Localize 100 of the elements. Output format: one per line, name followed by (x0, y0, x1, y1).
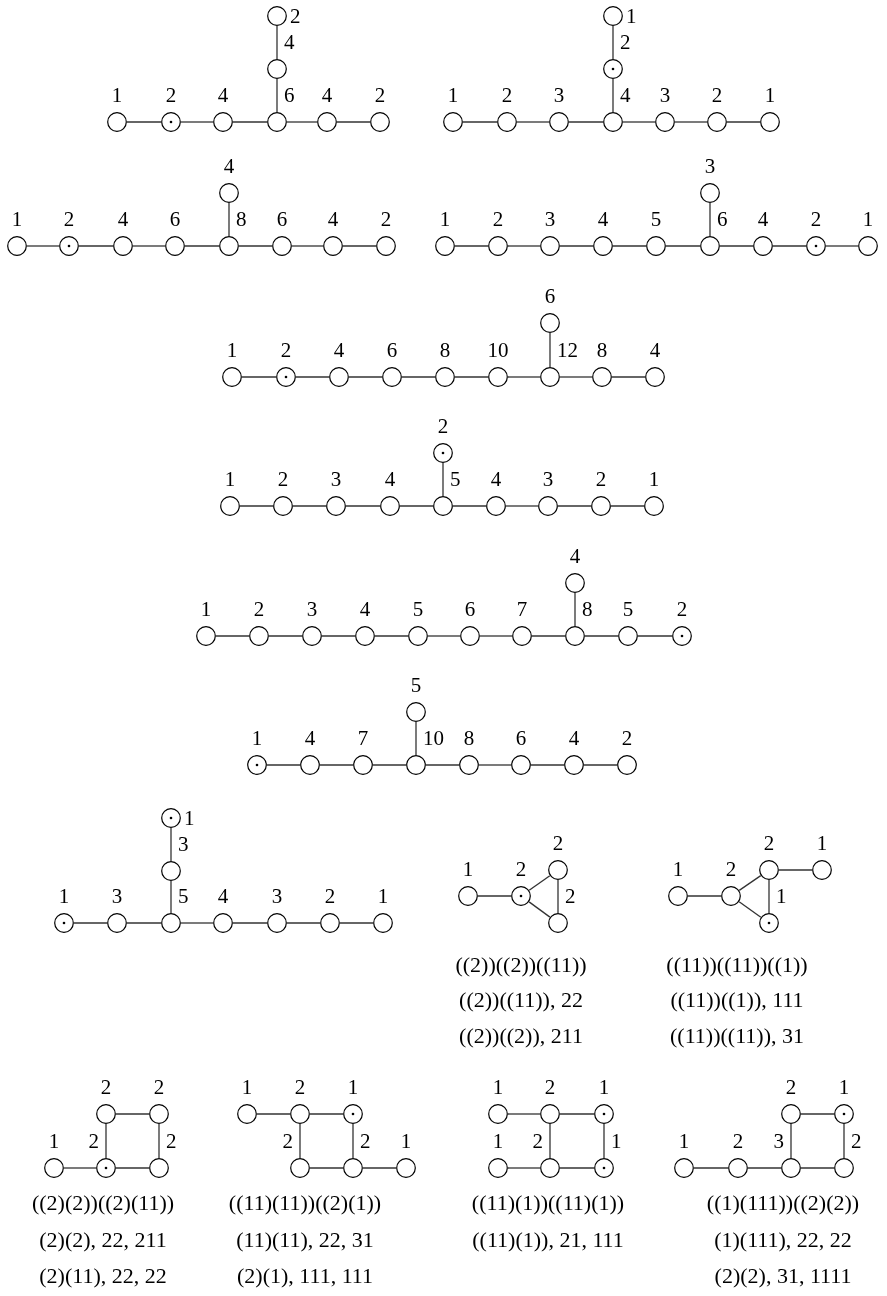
vertex-label: 2 (565, 885, 576, 907)
vertex-circle (320, 913, 340, 933)
vertex-label: 4 (568, 727, 580, 749)
graph-edge (286, 121, 318, 123)
marked-vertex-circle (54, 913, 74, 933)
graph-edge (63, 1167, 97, 1169)
vertex-circle (460, 626, 480, 646)
graph-edge (126, 922, 162, 924)
vertex-label: 2 (532, 1130, 543, 1152)
graph-edge (266, 764, 301, 766)
vertex-label: 1 (462, 858, 474, 880)
vertex-label: 4 (649, 339, 661, 361)
vertex-circle (781, 1158, 801, 1178)
graph-edge (215, 635, 250, 637)
vertex-circle (213, 913, 233, 933)
partition-label: ((2))((2)), 211 (459, 1023, 583, 1049)
graph-edge (105, 1123, 107, 1159)
vertex-circle (603, 6, 623, 26)
vertex-label: 3 (553, 84, 565, 106)
vertex-circle (458, 886, 478, 906)
vertex-circle (196, 626, 216, 646)
vertex-circle (540, 236, 560, 256)
vertex-circle (433, 496, 453, 516)
vertex-label: 10 (423, 727, 444, 749)
vertex-circle (355, 626, 375, 646)
vertex-circle (267, 59, 287, 79)
graph-edge (778, 869, 813, 871)
marked-vertex-circle (759, 913, 779, 933)
vertex-circle (511, 755, 531, 775)
vertex-circle (273, 496, 293, 516)
vertex-circle (674, 1158, 694, 1178)
vertex-circle (700, 236, 720, 256)
graph-edge (687, 895, 722, 897)
vertex-circle (549, 112, 569, 132)
partition-label: ((11))((11))((1)) (666, 952, 808, 978)
graph-edge (479, 635, 513, 637)
vertex-circle (107, 112, 127, 132)
vertex-label: 2 (290, 5, 301, 27)
graph-edge (73, 922, 108, 924)
vertex-label: 4 (117, 208, 129, 230)
graph-edge (232, 121, 268, 123)
vertex-label: 6 (464, 598, 476, 620)
vertex-label: 4 (490, 468, 502, 490)
graph-edge (309, 1167, 344, 1169)
vertex-circle (149, 1158, 169, 1178)
vertex-circle (219, 183, 239, 203)
graph-edge (276, 25, 278, 60)
vertex-label: 1 (816, 832, 828, 854)
vertex-label: 4 (359, 598, 371, 620)
partition-label: ((11)(1)), 21, 111 (472, 1227, 624, 1253)
vertex-label: 2 (280, 339, 292, 361)
vertex-circle (7, 236, 27, 256)
graph-edge (738, 901, 762, 918)
graph-edge (559, 245, 594, 247)
graph-edge (180, 121, 214, 123)
graph-edge (665, 245, 701, 247)
vertex-label: 5 (450, 468, 461, 490)
graph-edge (425, 764, 460, 766)
partition-label: ((2))((11)), 22 (459, 987, 583, 1013)
vertex-label: 4 (321, 84, 333, 106)
graph-edge (78, 245, 114, 247)
vertex-label: 1 (184, 807, 195, 829)
vertex-label: 1 (347, 1076, 359, 1098)
vertex-circle (165, 236, 185, 256)
vertex-circle (592, 367, 612, 387)
vertex-circle (593, 236, 613, 256)
vertex-circle (565, 573, 585, 593)
graph-edge (790, 1123, 792, 1159)
vertex-label: 3 (704, 155, 716, 177)
graph-edge (719, 245, 754, 247)
graph-edge (372, 764, 407, 766)
vertex-label: 4 (217, 84, 229, 106)
graph-edge (319, 764, 354, 766)
graph-edge (345, 505, 381, 507)
vertex-circle (645, 367, 665, 387)
vertex-label: 5 (622, 598, 634, 620)
vertex-label: 7 (516, 598, 528, 620)
graph-edge (557, 879, 559, 914)
graph-edge (184, 245, 220, 247)
vertex-label: 2 (732, 1130, 744, 1152)
vertex-circle (317, 112, 337, 132)
vertex-circle (512, 626, 532, 646)
vertex-label: 1 (111, 84, 123, 106)
graph-edge (239, 505, 274, 507)
vertex-label: 6 (717, 208, 728, 230)
vertex-circle (406, 755, 426, 775)
vertex-circle (370, 112, 390, 132)
vertex-circle (728, 1158, 748, 1178)
graph-edge (574, 592, 576, 627)
graph-edge (516, 121, 550, 123)
vertex-label: 3 (659, 84, 671, 106)
partition-label: (2)(2), 22, 211 (39, 1227, 167, 1253)
vertex-label: 3 (330, 468, 342, 490)
vertex-circle (353, 755, 373, 775)
graph-edge (295, 376, 330, 378)
vertex-circle (267, 913, 287, 933)
graph-edge (352, 1123, 354, 1159)
vertex-label: 2 (785, 1076, 797, 1098)
marked-vertex-circle (834, 1104, 854, 1124)
vertex-label: 1 (672, 858, 684, 880)
